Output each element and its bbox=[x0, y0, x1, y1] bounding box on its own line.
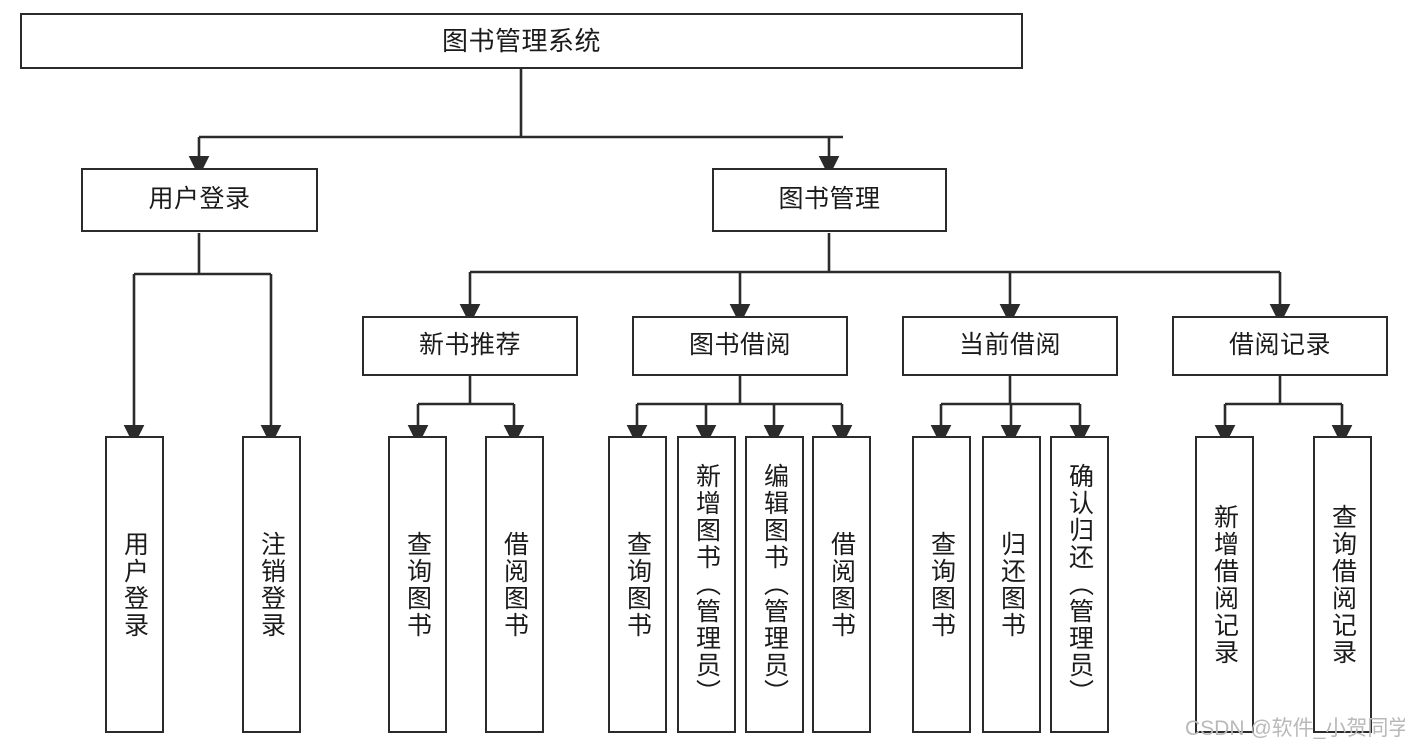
leaf-current-borrow-query-book[interactable]: 查询图书 bbox=[912, 436, 971, 733]
node-label: 归还图书 bbox=[997, 530, 1026, 639]
node-borrow-record[interactable]: 借阅记录 bbox=[1172, 316, 1388, 376]
node-label: 查询图书 bbox=[403, 530, 432, 639]
node-label: 注销登录 bbox=[257, 530, 286, 639]
leaf-user-login-logout[interactable]: 注销登录 bbox=[242, 436, 301, 733]
node-label: 新增图书（管理员） bbox=[692, 463, 721, 706]
leaf-book-borrow-add-book-admin[interactable]: 新增图书（管理员） bbox=[677, 436, 736, 733]
leaf-book-borrow-query-book[interactable]: 查询图书 bbox=[608, 436, 667, 733]
node-label: 新书推荐 bbox=[418, 331, 521, 360]
leaf-new-book-query-book[interactable]: 查询图书 bbox=[388, 436, 447, 733]
node-label: 新增借阅记录 bbox=[1210, 503, 1239, 666]
node-label: 用户登录 bbox=[120, 530, 149, 639]
node-user-login[interactable]: 用户登录 bbox=[81, 168, 318, 232]
node-label: 借阅记录 bbox=[1228, 331, 1331, 360]
node-label: 借阅图书 bbox=[827, 530, 856, 639]
node-label: 图书管理系统 bbox=[441, 25, 601, 56]
node-label: 查询图书 bbox=[623, 530, 652, 639]
node-root-book-management-system[interactable]: 图书管理系统 bbox=[20, 13, 1023, 69]
leaf-borrow-record-query-record[interactable]: 查询借阅记录 bbox=[1313, 436, 1372, 733]
leaf-new-book-borrow-book[interactable]: 借阅图书 bbox=[485, 436, 544, 733]
node-new-book-recommend[interactable]: 新书推荐 bbox=[362, 316, 578, 376]
node-label: 用户登录 bbox=[148, 185, 251, 214]
node-label: 当前借阅 bbox=[958, 331, 1061, 360]
node-book-borrow[interactable]: 图书借阅 bbox=[632, 316, 848, 376]
node-label: 编辑图书（管理员） bbox=[760, 463, 789, 706]
leaf-user-login-login[interactable]: 用户登录 bbox=[105, 436, 164, 733]
csdn-watermark: CSDN @软件_小贺同学 bbox=[1185, 717, 1405, 740]
leaf-borrow-record-add-record[interactable]: 新增借阅记录 bbox=[1195, 436, 1254, 733]
leaf-current-borrow-return-book[interactable]: 归还图书 bbox=[982, 436, 1041, 733]
node-label: 图书借阅 bbox=[688, 331, 791, 360]
leaf-book-borrow-edit-book-admin[interactable]: 编辑图书（管理员） bbox=[745, 436, 804, 733]
node-label: 图书管理 bbox=[778, 185, 881, 214]
node-current-borrow[interactable]: 当前借阅 bbox=[902, 316, 1118, 376]
node-label: 借阅图书 bbox=[500, 530, 529, 639]
node-book-management[interactable]: 图书管理 bbox=[712, 168, 947, 232]
node-label: 查询借阅记录 bbox=[1328, 503, 1357, 666]
node-label: 查询图书 bbox=[927, 530, 956, 639]
node-label: 确认归还（管理员） bbox=[1065, 463, 1094, 706]
leaf-book-borrow-borrow-book[interactable]: 借阅图书 bbox=[812, 436, 871, 733]
leaf-current-borrow-confirm-return-admin[interactable]: 确认归还（管理员） bbox=[1050, 436, 1109, 733]
